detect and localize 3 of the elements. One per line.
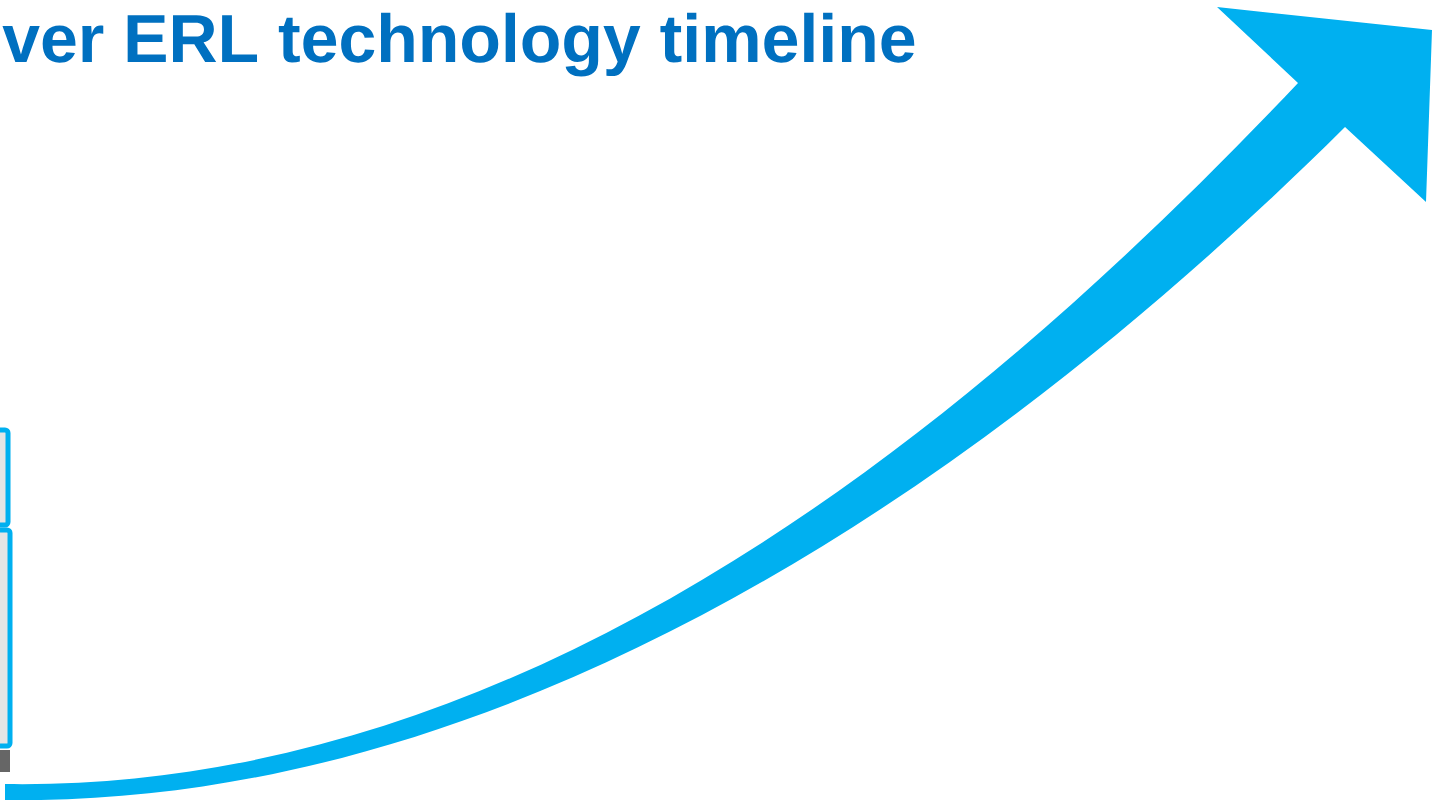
title: ver ERL technology timeline (2, 12, 915, 77)
panel-box (0, 427, 11, 528)
panel-box (0, 527, 13, 749)
